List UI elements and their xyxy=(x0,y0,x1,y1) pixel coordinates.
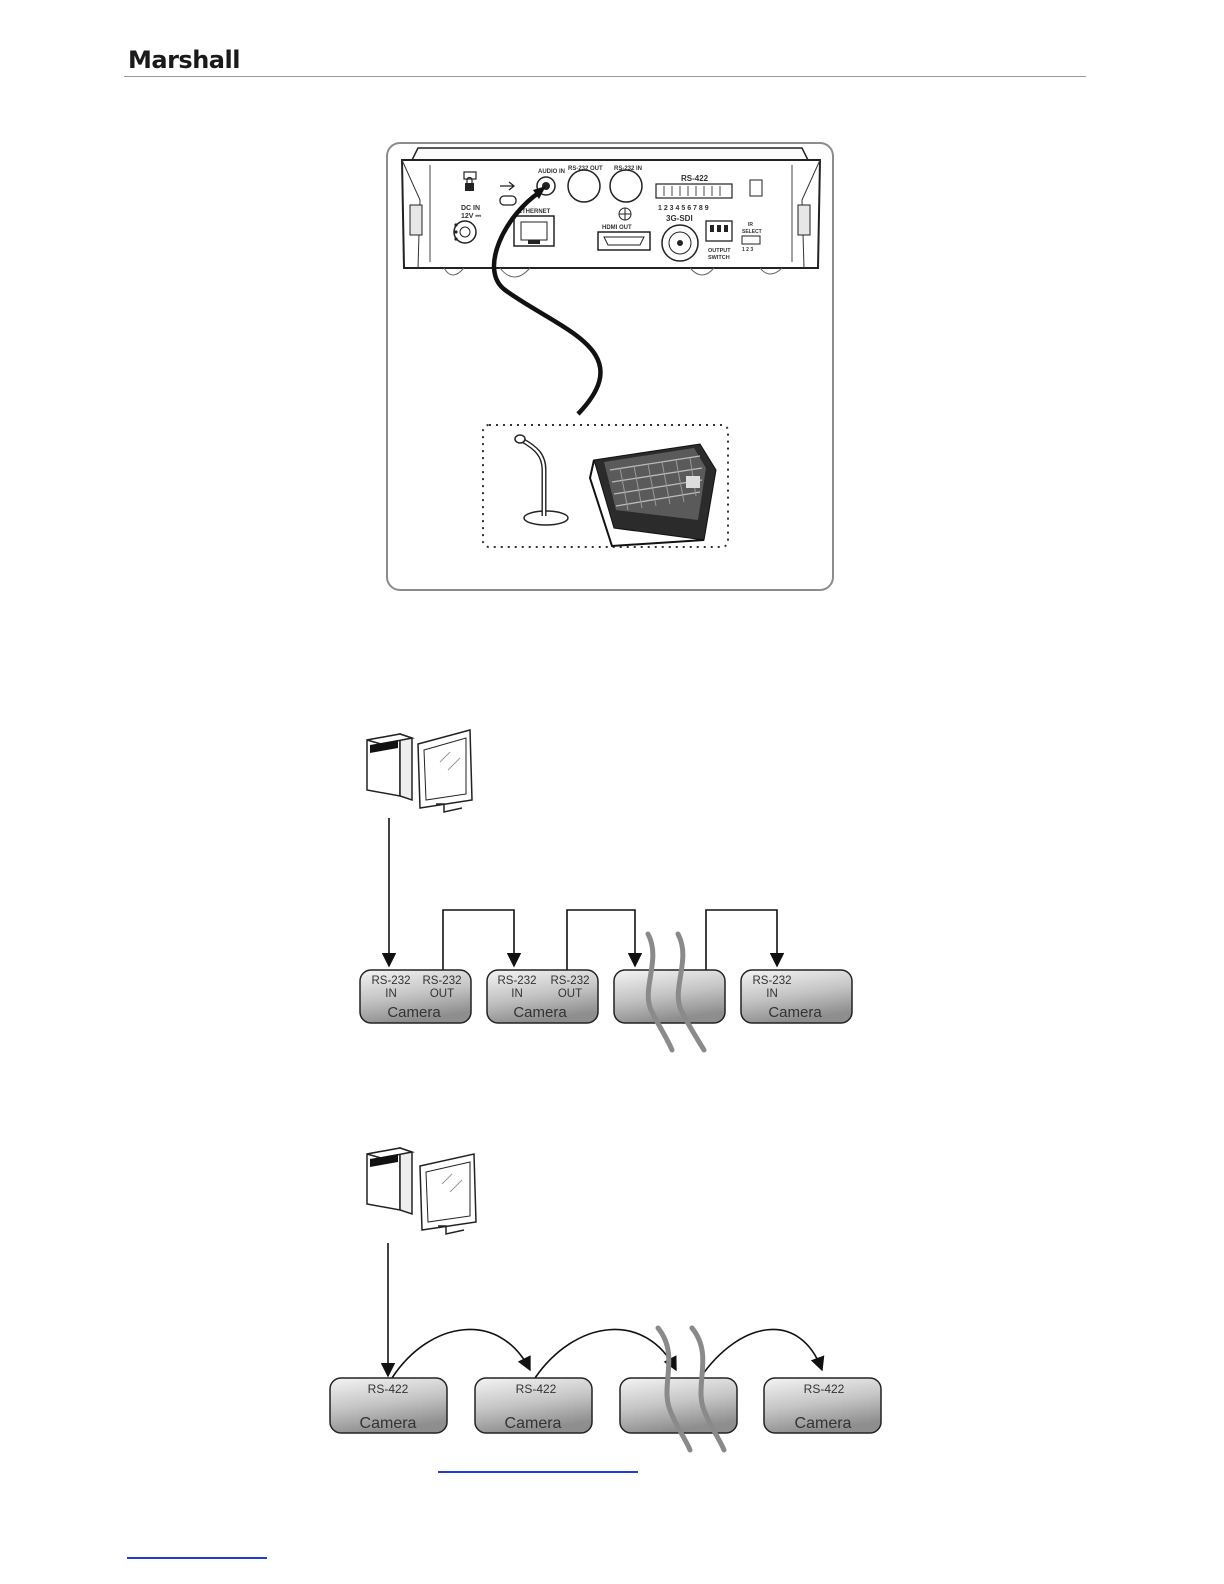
camera-label: Camera xyxy=(768,1004,822,1021)
rs232-in-port-label: RS-232 xyxy=(753,975,792,987)
ir-select-switch xyxy=(742,236,760,244)
output-switch xyxy=(706,221,732,241)
chain-link-3-rs422 xyxy=(700,1329,822,1378)
camera-box-rs422-1: RS-422 Camera xyxy=(330,1378,447,1433)
chain-link-3-rs232 xyxy=(706,910,777,970)
sdi-port xyxy=(662,225,698,261)
chain-link-1-rs232 xyxy=(443,910,514,970)
dc-in-port xyxy=(454,221,476,243)
rs422-terminal-block xyxy=(656,184,732,198)
chain-link-1-rs422 xyxy=(392,1329,530,1378)
audio-mixer-icon xyxy=(590,444,716,546)
rs422-label: RS-422 xyxy=(681,174,709,183)
camera-box-rs422-last: RS-422 Camera xyxy=(764,1378,881,1433)
camera-label: Camera xyxy=(387,1004,441,1021)
rs232-in-port-label: RS-232 xyxy=(372,975,411,987)
output-switch-label-1: OUTPUT xyxy=(708,248,731,254)
sdi-label: 3G-SDI xyxy=(666,214,693,223)
camera-box-rs422-2: RS-422 Camera xyxy=(475,1378,592,1433)
camera-label: Camera xyxy=(360,1415,417,1432)
computer-icon-rs232 xyxy=(367,730,472,812)
tripod-screw-icon xyxy=(619,208,631,220)
rs232-out-port-label: RS-232 xyxy=(423,975,462,987)
footer-hyperlink-underline[interactable] xyxy=(127,1557,267,1559)
hdmi-out-port xyxy=(598,232,650,250)
rs232-in-sub-label: IN xyxy=(766,988,778,1000)
rs232-out-label: RS-232 OUT xyxy=(568,166,603,172)
ir-select-label-1: IR xyxy=(748,222,753,228)
footnote-hyperlink-underline[interactable] xyxy=(438,1471,638,1473)
rs232-in-sub-label: IN xyxy=(511,988,523,1000)
rs422-port-label: RS-422 xyxy=(368,1382,409,1396)
rs232-in-label: RS-232 IN xyxy=(614,166,642,172)
camera-label: Camera xyxy=(795,1415,852,1432)
camera-box-rs232-ellipsis xyxy=(614,970,725,1023)
camera-box-rs232-1: RS-232 IN RS-232 OUT Camera xyxy=(360,970,471,1023)
rs232-out-sub-label: OUT xyxy=(430,988,454,1000)
rs232-in-sub-label: IN xyxy=(385,988,397,1000)
rs422-port-label: RS-422 xyxy=(516,1382,557,1396)
dc-voltage-label: 12V ⎓ xyxy=(461,213,481,220)
rs232-out-port xyxy=(568,170,600,202)
computer-icon-rs422 xyxy=(367,1148,476,1234)
dc-in-label: DC IN xyxy=(461,205,480,212)
chain-link-2-rs422 xyxy=(535,1329,676,1378)
audio-in-label: AUDIO IN xyxy=(538,169,565,175)
rs422-pin-numbers: 1 2 3 4 5 6 7 8 9 xyxy=(658,205,709,212)
rs232-in-port xyxy=(610,170,642,202)
camera-label: Camera xyxy=(505,1415,562,1432)
ir-select-label-2: SELECT xyxy=(742,229,762,235)
rs422-port-label: RS-422 xyxy=(804,1382,845,1396)
camera-box-rs232-last: RS-232 IN Camera xyxy=(741,970,852,1023)
rs232-in-port-label: RS-232 xyxy=(498,975,537,987)
hdmi-out-label: HDMI OUT xyxy=(602,225,632,231)
rs232-out-port-label: RS-232 xyxy=(551,975,590,987)
ethernet-port xyxy=(514,216,554,246)
microphone-icon xyxy=(515,435,568,525)
chain-link-2-rs232 xyxy=(567,910,635,970)
output-switch-label-2: SWITCH xyxy=(708,255,730,261)
camera-box-rs232-2: RS-232 IN RS-232 OUT Camera xyxy=(487,970,598,1023)
power-switch xyxy=(750,180,762,196)
rs232-out-sub-label: OUT xyxy=(558,988,582,1000)
ethernet-label: ETHERNET xyxy=(518,209,551,215)
ir-select-numbers: 1 2 3 xyxy=(742,247,753,253)
camera-label: Camera xyxy=(513,1004,567,1021)
